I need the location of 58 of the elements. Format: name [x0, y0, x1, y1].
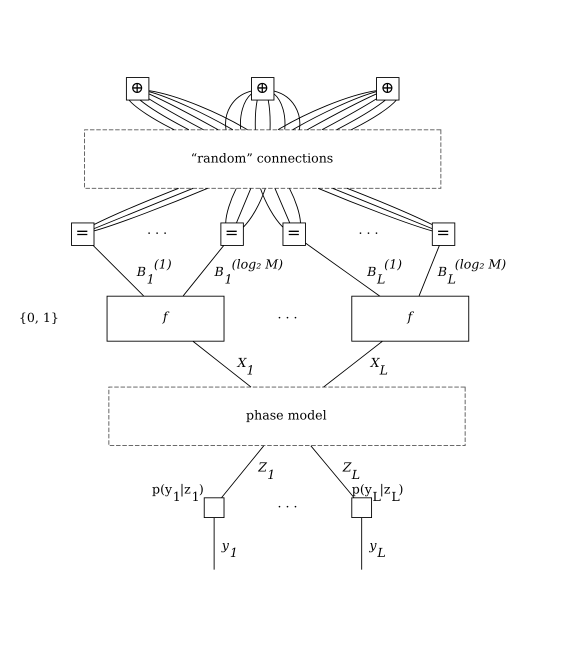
connector — [94, 188, 194, 230]
node-box: = — [432, 222, 456, 246]
connector — [305, 242, 380, 297]
connector — [192, 340, 252, 388]
node-box: f — [351, 296, 470, 342]
label: · · · — [278, 499, 298, 514]
connector — [260, 188, 284, 228]
connector — [140, 100, 190, 130]
node-box: ⊕ — [126, 77, 150, 101]
connector — [361, 517, 362, 570]
connector — [268, 100, 271, 130]
label: · · · — [147, 225, 168, 240]
connector — [278, 90, 377, 130]
node-box: ⊕ — [376, 77, 400, 101]
connector — [148, 93, 219, 130]
node-box: phase model — [108, 386, 466, 446]
connector — [94, 188, 208, 232]
connector — [240, 93, 252, 130]
connector — [292, 91, 377, 130]
connector — [274, 188, 290, 224]
connector — [350, 100, 397, 130]
label: {0, 1} — [18, 310, 59, 326]
label: · · · — [278, 310, 298, 326]
connector — [182, 245, 224, 296]
connector — [94, 188, 180, 225]
connector — [148, 90, 248, 130]
connector — [318, 188, 433, 232]
connector — [243, 188, 266, 228]
connector — [225, 188, 237, 224]
connector — [148, 98, 204, 130]
connector — [236, 188, 252, 224]
node-box: ⊕ — [251, 77, 274, 101]
connector — [323, 340, 383, 388]
connector — [332, 188, 433, 230]
connector — [418, 245, 440, 296]
node-box: = — [220, 222, 244, 246]
connector — [289, 188, 301, 224]
node-box: f — [106, 296, 224, 342]
connector — [128, 100, 175, 130]
connector — [92, 245, 144, 296]
connector — [225, 90, 252, 130]
connector — [254, 100, 258, 130]
node-box — [204, 497, 224, 518]
connector — [321, 98, 377, 130]
connector — [221, 445, 264, 498]
connector — [310, 445, 354, 498]
node-box: “random” connections — [84, 129, 442, 189]
connector — [274, 90, 300, 130]
connector — [148, 91, 234, 130]
node-box: = — [282, 222, 306, 246]
label: · · · — [358, 225, 379, 240]
node-box — [351, 497, 372, 518]
connector — [346, 188, 433, 226]
connector — [214, 517, 215, 570]
connector — [306, 93, 377, 130]
node-box: = — [71, 222, 94, 246]
connector — [274, 93, 286, 130]
connector — [336, 100, 386, 130]
